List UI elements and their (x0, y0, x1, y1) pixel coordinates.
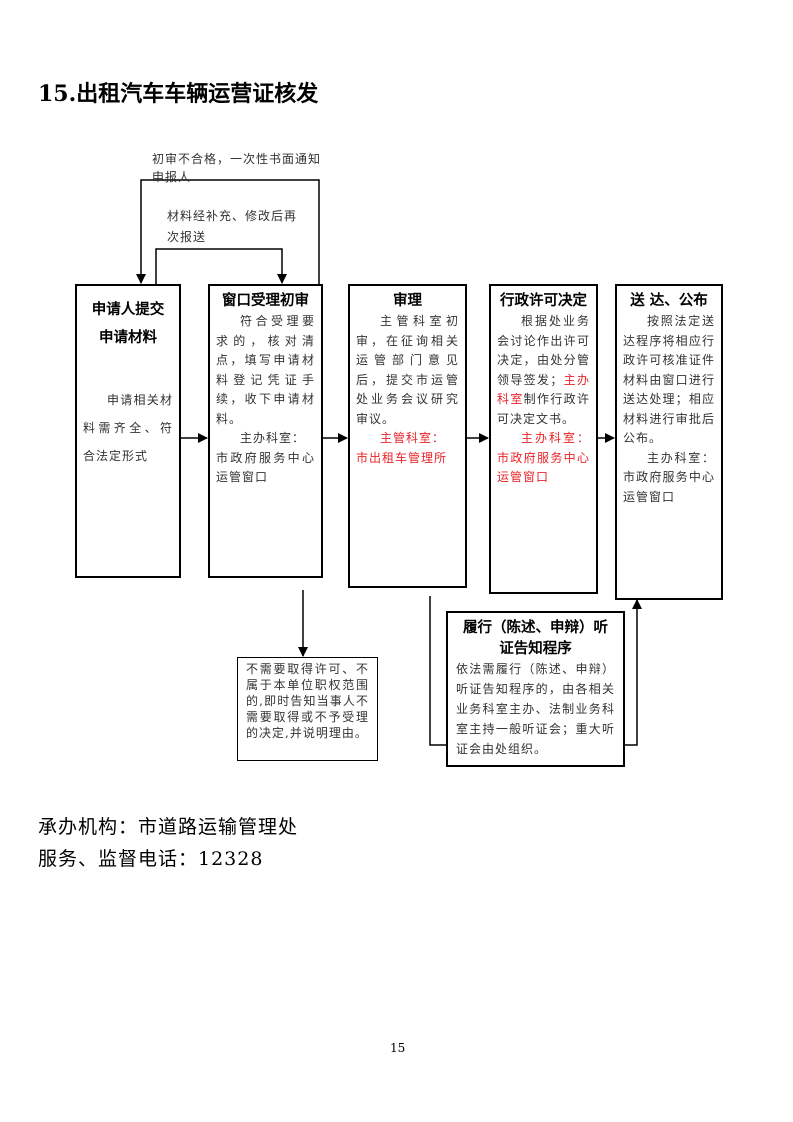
page-number: 15 (390, 1041, 406, 1055)
reject-label: 初审不合格，一次性书面通知申报人 (152, 152, 322, 184)
step-body: 申请相关材料需齐全、符合法定形式 (83, 393, 173, 463)
not-required-box: 不需要取得许可、不属于本单位职权范围的,即时告知当事人不需要取得或不予受理的决定… (237, 657, 378, 761)
step-body: 按照法定送达程序将相应行政许可核准证件材料由窗口进行送达处理；相应材料进行审批后… (623, 314, 715, 445)
step-title: 窗口受理初审 (222, 292, 309, 309)
step-window-review: 窗口受理初审 符合受理要求的，核对清点，填写申请材料登记凭证手续，收下申请材料。… (208, 284, 323, 578)
step-dept: 市政府服务中心运管窗口 (216, 450, 315, 485)
page-title: 15.出租汽车车辆运营证核发 (38, 81, 319, 107)
step-title: 申请人提交申请材料 (91, 301, 165, 346)
step-body-b: 制作行政许可决定文书。 (497, 392, 590, 426)
step-dept: 市出租车管理所 (356, 450, 448, 465)
step-body-red: 主办科室 (497, 372, 590, 407)
step-body-a: 根据处业务会讨论作出许可决定，由处分管领导签发； (497, 314, 590, 387)
hearing-body: 依法需履行（陈述、申辩）听证告知程序的，由各相关业务科室主办、法制业务科室主持一… (456, 662, 615, 756)
step-title: 行政许可决定 (500, 292, 587, 309)
step-review: 审理 主管科室初审，在征询相关运管部门意见后，提交市运管处业务会议研究审议。 主… (348, 284, 467, 588)
hearing-box: 履行（陈述、申辩）听证告知程序 依法需履行（陈述、申辩）听证告知程序的，由各相关… (446, 611, 625, 767)
step-body: 主管科室初审，在征询相关运管部门意见后，提交市运管处业务会议研究审议。 (356, 314, 459, 426)
line-to-hearing (429, 596, 446, 746)
step-publish: 送 达、公布 按照法定送达程序将相应行政许可核准证件材料由窗口进行送达处理；相应… (615, 284, 723, 600)
step-decision: 行政许可决定 根据处业务会讨论作出许可决定，由处分管领导签发；主办科室制作行政许… (489, 284, 598, 594)
step-body: 符合受理要求的，核对清点，填写申请材料登记凭证手续，收下申请材料。 (216, 314, 315, 426)
reject-loop (136, 179, 320, 284)
step-dept: 主办科室：市政府服务中心运管窗口 (497, 431, 590, 484)
step-dept: 主办科室：市政府服务中心运管窗口 (623, 450, 715, 504)
hearing-title: 履行（陈述、申辩）听证告知程序 (463, 619, 608, 657)
step-title: 送 达、公布 (630, 292, 708, 309)
resubmit-label: 材料经补充、修改后再次报送 (167, 209, 298, 244)
step-dept-label: 主管科室： (380, 431, 446, 445)
phone-text: 服务、监督电话：12328 (38, 848, 264, 870)
step-submit: 申请人提交申请材料 申请相关材料需齐全、符合法定形式 (75, 284, 181, 578)
step-body: 根据处业务会讨论作出许可决定，由处分管领导签发；主办科室制作行政许可决定文书。 (497, 312, 590, 429)
not-required-text: 不需要取得许可、不属于本单位职权范围的,即时告知当事人不需要取得或不予受理的决定… (246, 662, 369, 740)
agency-text: 承办机构：市道路运输管理处 (38, 816, 299, 838)
step-dept-label: 主办科室： (240, 431, 306, 445)
resubmit-loop (155, 248, 287, 284)
arrow-hearing-to-publish (624, 599, 642, 746)
step-title: 审理 (393, 292, 422, 309)
